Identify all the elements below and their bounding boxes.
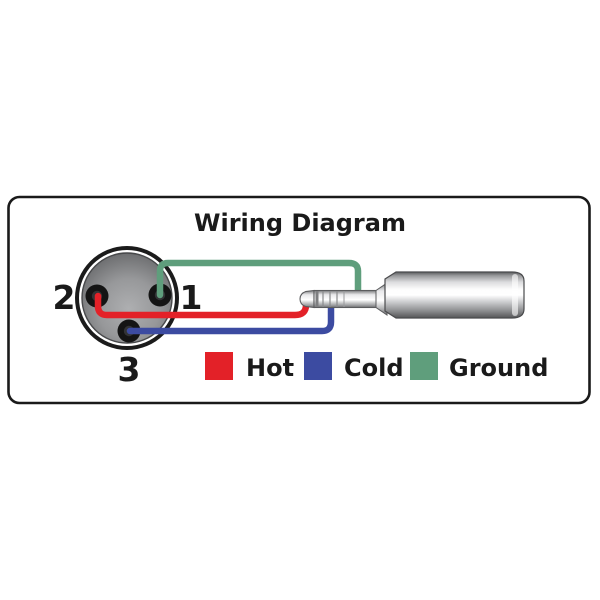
trs-jack-plug bbox=[299, 271, 525, 319]
xlr-pin-2-label: 2 bbox=[53, 278, 76, 317]
ground-wire bbox=[156, 259, 362, 304]
ground-label: Ground bbox=[449, 354, 548, 382]
trs-plug-collar bbox=[375, 282, 388, 316]
trs-plug-barrel-end-highlight bbox=[512, 274, 518, 316]
cold-label: Cold bbox=[344, 354, 404, 382]
legend-item-ground: Ground bbox=[410, 352, 548, 382]
xlr-body bbox=[81, 252, 173, 344]
legend-item-hot: Hot bbox=[205, 352, 294, 382]
cold-wire bbox=[126, 296, 335, 335]
diagram-title: Wiring Diagram bbox=[194, 209, 406, 237]
xlr-pin-1-label: 1 bbox=[180, 278, 203, 317]
hot-color-swatch bbox=[205, 352, 233, 380]
cold-color-swatch bbox=[304, 352, 332, 380]
legend-item-cold: Cold bbox=[304, 352, 404, 382]
trs-plug-tip bbox=[299, 289, 315, 309]
trs-plug-barrel bbox=[384, 271, 525, 319]
xlr-pin-3-label: 3 bbox=[118, 350, 141, 389]
ground-color-swatch bbox=[410, 352, 438, 380]
diagram-panel-border bbox=[7, 195, 591, 405]
hot-wire bbox=[94, 292, 310, 319]
hot-label: Hot bbox=[246, 354, 294, 382]
trs-plug-tip-groove bbox=[315, 291, 319, 307]
wire-legend: Hot Cold Ground bbox=[205, 352, 548, 382]
